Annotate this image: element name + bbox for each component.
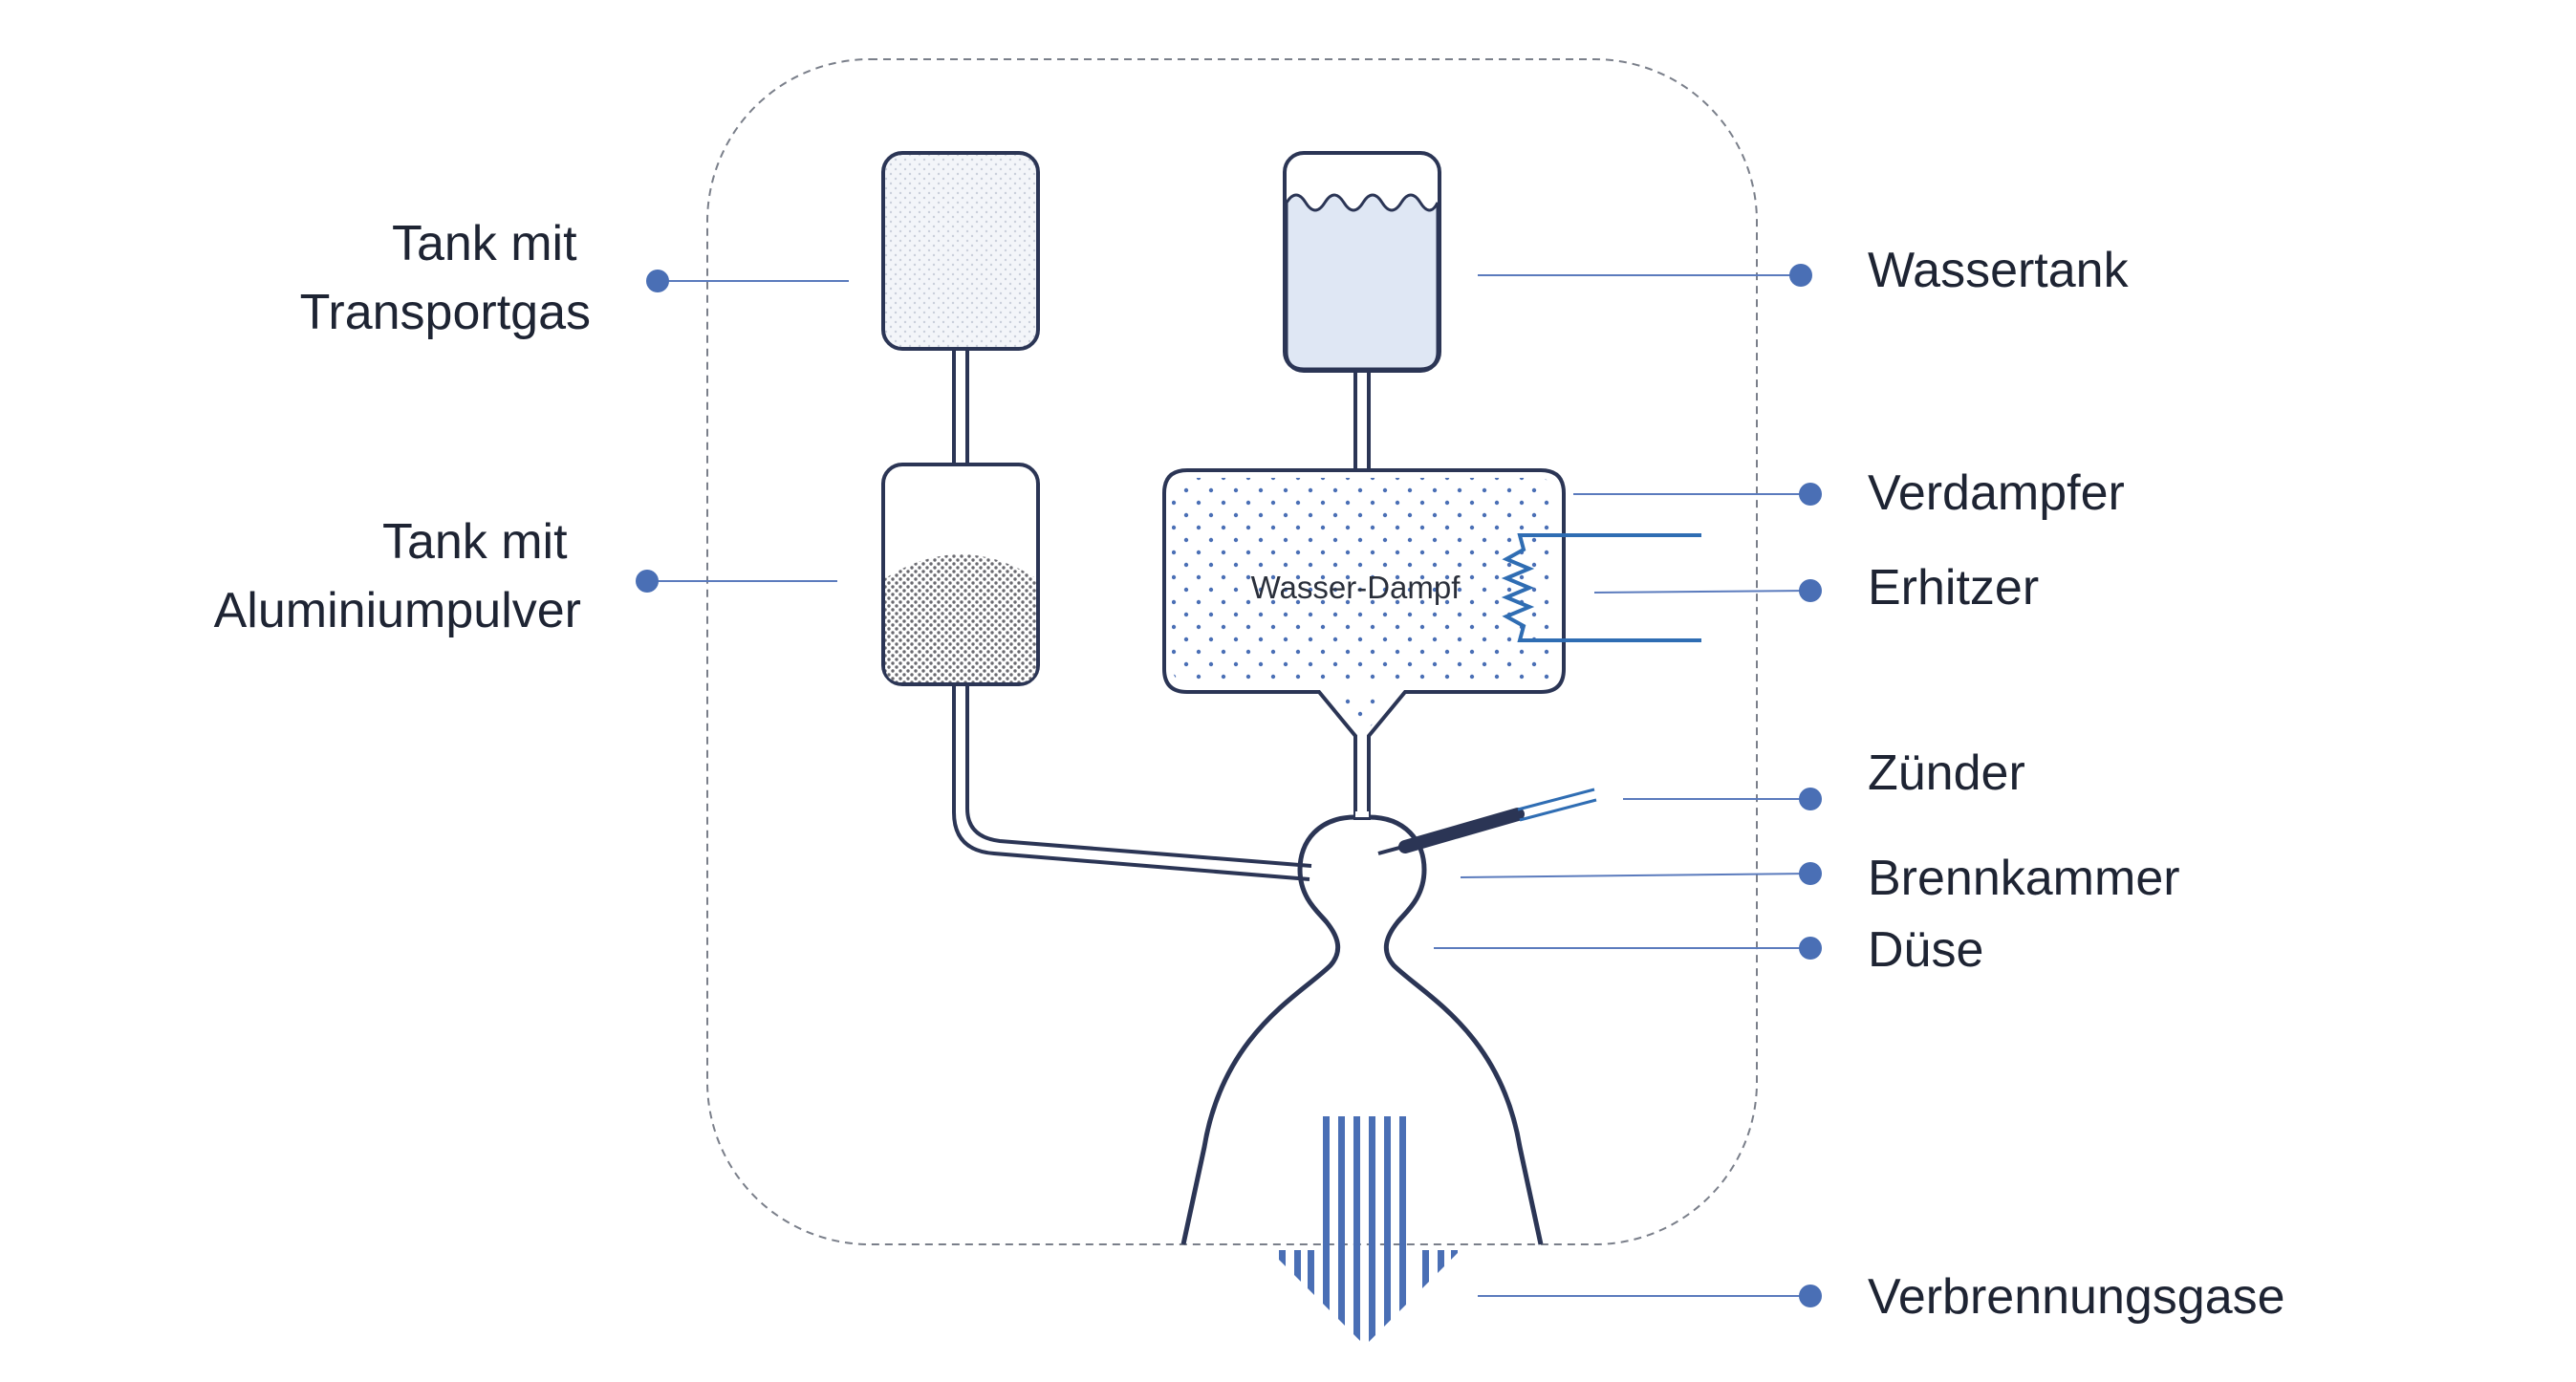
leader-aluminium xyxy=(636,570,837,593)
wassertank xyxy=(1283,151,1441,373)
label-tank-aluminium-line1: Tank mit xyxy=(382,514,568,570)
brennkammer-duese xyxy=(1180,811,1544,1245)
tank-transportgas xyxy=(881,151,1040,351)
label-tank-transportgas: Tank mit Transportgas xyxy=(300,216,591,340)
label-zuender: Zünder xyxy=(1868,745,2025,801)
label-brennkammer: Brennkammer xyxy=(1868,851,2180,906)
label-tank-aluminium: Tank mit Aluminiumpulver xyxy=(214,514,581,638)
label-wassertank: Wassertank xyxy=(1868,243,2130,298)
label-verdampfer: Verdampfer xyxy=(1868,465,2125,521)
label-tank-transportgas-line1: Tank mit xyxy=(392,216,577,271)
erhitzer-coil xyxy=(1501,533,1701,642)
leader-duese xyxy=(1434,937,1822,960)
enclosure-boundary xyxy=(706,58,1758,1245)
pipe-water-to-evaporator xyxy=(1353,371,1371,470)
wasser-dampf-label: Wasser-Dampf xyxy=(1251,570,1461,605)
exhaust-arrow xyxy=(1279,1116,1458,1346)
leader-brennkammer xyxy=(1460,862,1822,885)
pipe-gas-to-powder xyxy=(952,349,969,464)
label-erhitzer: Erhitzer xyxy=(1868,560,2039,615)
leader-wassertank xyxy=(1478,264,1812,287)
label-tank-aluminium-line2: Aluminiumpulver xyxy=(214,583,581,638)
leader-transportgas xyxy=(646,270,849,292)
label-tank-transportgas-line2: Transportgas xyxy=(300,285,591,340)
label-duese: Düse xyxy=(1868,922,1983,978)
leader-erhitzer xyxy=(1593,579,1822,602)
verdampfer: Wasser-Dampf xyxy=(1162,468,1566,820)
zuender xyxy=(1377,788,1597,855)
leader-verdampfer xyxy=(1573,483,1822,506)
leader-verbrennungsgase xyxy=(1478,1285,1822,1307)
leader-zuender xyxy=(1623,788,1822,810)
tank-aluminiumpulver xyxy=(881,463,1040,686)
label-verbrennungsgase: Verbrennungsgase xyxy=(1868,1269,2285,1325)
pipe-powder-to-chamber xyxy=(952,684,1312,881)
